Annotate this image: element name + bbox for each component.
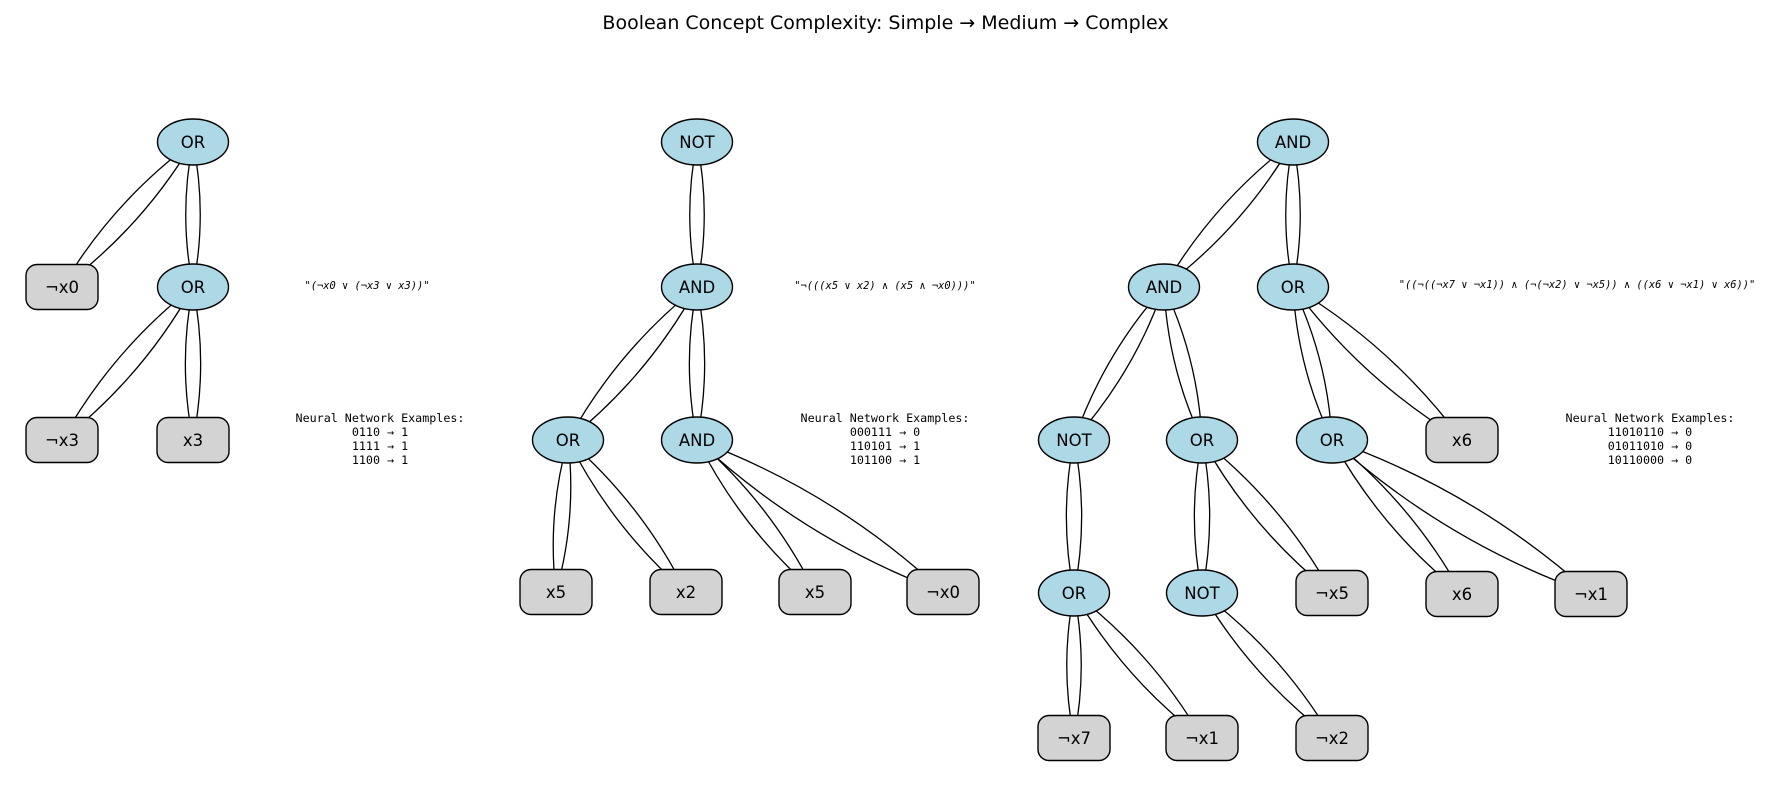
node-label: NOT: [1184, 584, 1220, 603]
operator-node: [1256, 263, 1330, 311]
node-label: ¬x7: [1057, 729, 1091, 748]
node-label: ¬x1: [1185, 729, 1219, 748]
leaf-node: [1037, 714, 1111, 762]
leaf-node: [1165, 714, 1239, 762]
edge-line: [567, 286, 698, 441]
edge-line: [1331, 439, 1592, 595]
operator-node: [1165, 416, 1239, 464]
leaf-node: [906, 568, 980, 616]
node-label: AND: [679, 278, 715, 297]
edge-line: [1163, 141, 1294, 288]
nn-example-row: 01011010 → 0: [1607, 439, 1693, 453]
operator-node: [156, 118, 230, 166]
edge-line: [567, 286, 698, 441]
leaf-node: [156, 416, 230, 464]
node-label: x6: [1452, 585, 1472, 604]
operator-node: [660, 118, 734, 166]
operator-node: [1127, 263, 1201, 311]
nn-example-row: 1111 → 1: [351, 439, 409, 453]
node-label: x2: [676, 583, 696, 602]
edge-line: [1073, 286, 1165, 441]
nn-examples-title: Neural Network Examples:: [1565, 411, 1735, 425]
nn-example-row: 101100 → 1: [849, 453, 921, 467]
node-label: ¬x1: [1574, 585, 1608, 604]
node-label: NOT: [679, 133, 715, 152]
operator-node: [1037, 416, 1111, 464]
nn-examples-medium: Neural Network Examples: 000111 → 0 1101…: [735, 411, 1035, 467]
node-label: x5: [805, 583, 825, 602]
leaf-node: [649, 568, 723, 616]
operator-node: [1037, 569, 1111, 617]
leaf-node: [25, 416, 99, 464]
leaf-node: [1425, 416, 1499, 464]
nn-example-row: 1100 → 1: [351, 453, 409, 467]
formula-complex: "((¬((¬x7 ∨ ¬x1)) ∧ (¬(¬x2) ∨ ¬x5)) ∧ ((…: [1398, 279, 1756, 291]
leaf-node: [1295, 714, 1369, 762]
nn-example-row: 10110000 → 0: [1607, 453, 1693, 467]
figure-title: Boolean Concept Complexity: Simple → Med…: [602, 12, 1169, 34]
leaf-node: [1425, 570, 1499, 618]
nn-example-row: 110101 → 1: [849, 439, 921, 453]
leaf-node: [1554, 570, 1628, 618]
operator-node: [1256, 118, 1330, 166]
node-label: ¬x5: [1315, 584, 1349, 603]
node-label: OR: [1190, 431, 1214, 450]
nn-examples-title: Neural Network Examples:: [800, 411, 970, 425]
node-label: x3: [183, 431, 203, 450]
node-label: AND: [1275, 133, 1311, 152]
node-label: x6: [1452, 431, 1472, 450]
nn-examples-simple: Neural Network Examples: 0110 → 1 1111 →…: [230, 411, 530, 467]
node-label: NOT: [1056, 431, 1092, 450]
edge-line: [1073, 286, 1165, 441]
edge-line: [696, 439, 944, 593]
nn-examples-title: Neural Network Examples:: [295, 411, 465, 425]
leaf-node: [519, 568, 593, 616]
node-label: AND: [679, 431, 715, 450]
formula-medium: "¬(((x5 ∨ x2) ∧ (x5 ∧ ¬x0)))": [794, 280, 976, 292]
operator-node: [1165, 569, 1239, 617]
node-label: OR: [181, 278, 205, 297]
edge-line: [1331, 439, 1592, 595]
leaf-node: [25, 263, 99, 311]
node-label: OR: [1281, 278, 1305, 297]
leaf-node: [778, 568, 852, 616]
node-label: x5: [546, 583, 566, 602]
leaf-node: [1295, 569, 1369, 617]
node-label: OR: [181, 133, 205, 152]
node-label: ¬x3: [45, 431, 79, 450]
node-label: OR: [1320, 431, 1344, 450]
formula-simple: "(¬x0 ∨ (¬x3 ∨ x3))": [304, 280, 430, 292]
node-label: OR: [1062, 584, 1086, 603]
nn-example-row: 11010110 → 0: [1607, 425, 1693, 439]
operator-node: [1295, 416, 1369, 464]
node-label: ¬x2: [1315, 729, 1349, 748]
operator-node: [660, 263, 734, 311]
operator-node: [531, 416, 605, 464]
operator-node: [156, 263, 230, 311]
operator-node: [660, 416, 734, 464]
node-label: ¬x0: [926, 583, 960, 602]
node-label: AND: [1146, 278, 1182, 297]
edge-line: [1163, 141, 1294, 288]
nn-example-row: 0110 → 1: [351, 425, 409, 439]
nn-examples-complex: Neural Network Examples: 11010110 → 0 01…: [1500, 411, 1771, 467]
node-label: ¬x0: [45, 278, 79, 297]
node-label: OR: [556, 431, 580, 450]
nn-example-row: 000111 → 0: [849, 425, 921, 439]
